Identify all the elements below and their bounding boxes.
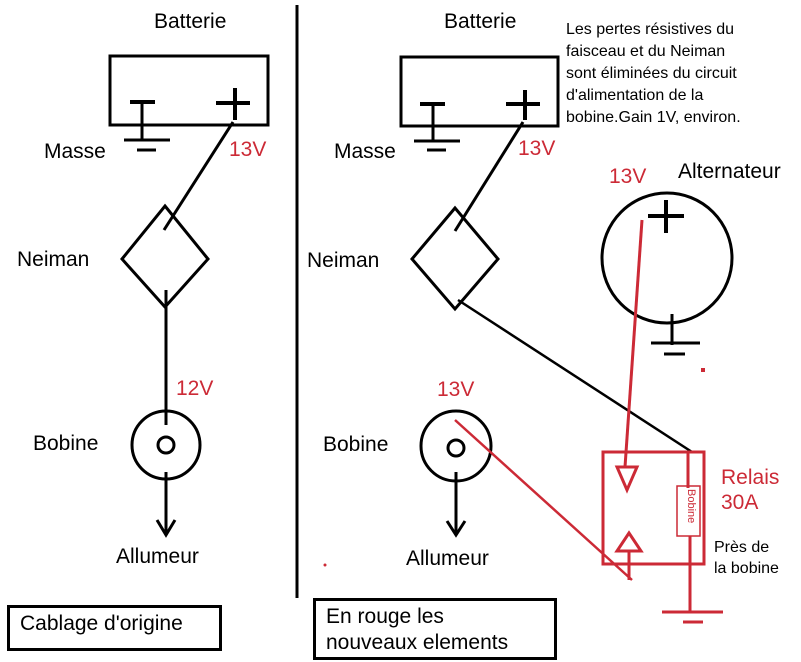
left-distributor-label: Allumeur — [116, 545, 199, 568]
left-neiman-label: Neiman — [17, 248, 90, 271]
alternator — [600, 191, 734, 356]
explanation-note: Les pertes résistives du faisceau et du … — [566, 21, 741, 126]
right-battery-label: Batterie — [444, 10, 517, 33]
left-battery-voltage: 13V — [229, 138, 267, 161]
right-neiman-switch — [410, 205, 500, 312]
left-arrow-to-distributor — [155, 472, 177, 538]
relay-coil-label: Bobine — [685, 489, 697, 524]
right-battery-voltage: 13V — [518, 137, 556, 160]
left-coil-voltage: 12V — [176, 377, 214, 400]
left-ground-label: Masse — [44, 140, 106, 163]
relay-label-line2: 30A — [721, 491, 759, 514]
relay-30a — [601, 450, 723, 624]
left-battery — [108, 54, 270, 152]
right-neiman-label: Neiman — [307, 249, 380, 272]
right-battery — [399, 55, 560, 152]
left-battery-label: Batterie — [154, 10, 227, 33]
right-coil-label: Bobine — [323, 433, 389, 456]
relay-location-line2: la bobine — [714, 560, 779, 577]
stray-red-dot — [701, 368, 705, 372]
right-distributor-label: Allumeur — [406, 547, 489, 570]
right-coil-voltage: 13V — [437, 378, 475, 401]
right-wire-neiman-relay — [457, 298, 693, 454]
relay-contact-out — [614, 530, 644, 553]
relay-contact-in — [614, 465, 640, 494]
relay-location-line1: Près de — [714, 539, 770, 556]
right-ground-label: Masse — [334, 140, 396, 163]
right-wire-battery-neiman — [453, 121, 525, 232]
stray-red-dot-small — [323, 563, 327, 567]
alternator-label: Alternateur — [678, 160, 781, 183]
left-coil-label: Bobine — [33, 432, 99, 455]
left-wire-battery-neiman — [162, 121, 235, 231]
alternator-voltage: 13V — [609, 165, 647, 188]
red-wire-alternator-relay — [623, 219, 644, 468]
left-caption-box: Cablage d'origine — [7, 605, 222, 651]
red-wire-coil-relay — [454, 419, 633, 581]
relay-label-line1: Relais — [721, 466, 780, 489]
right-caption-box: En rouge les nouveaux elements — [313, 598, 557, 660]
right-arrow-to-distributor — [445, 472, 467, 538]
